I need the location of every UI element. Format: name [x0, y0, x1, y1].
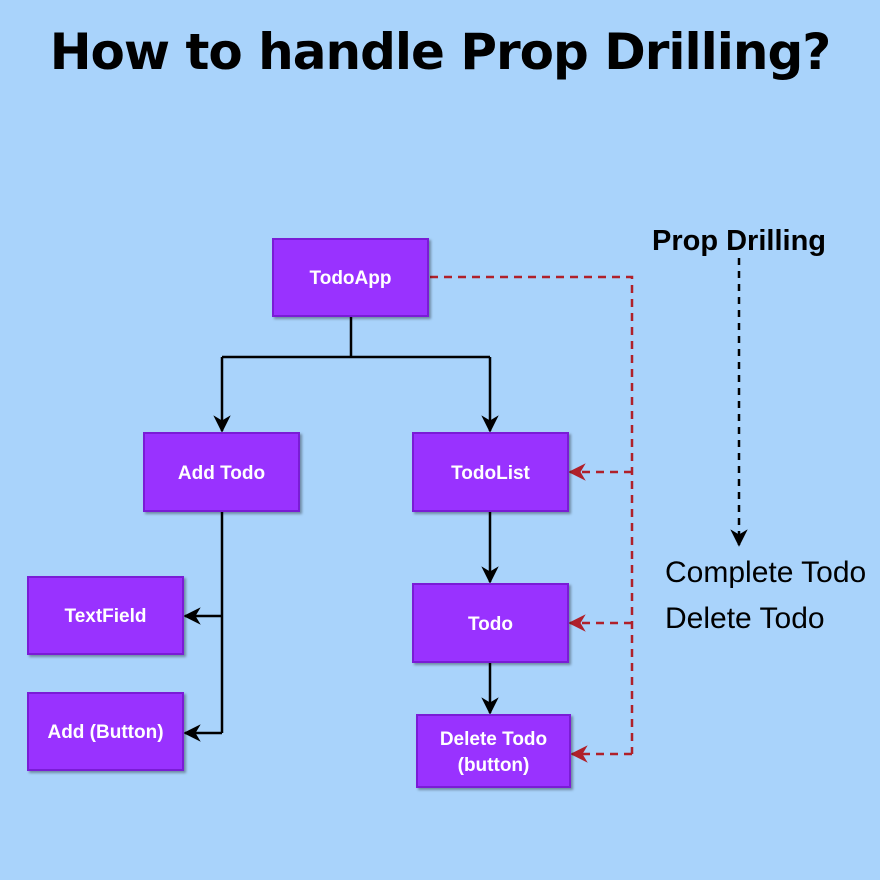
node-add-button: Add (Button) — [27, 692, 184, 771]
node-delete-todo: Delete Todo (button) — [416, 714, 571, 788]
node-add-todo-label: Add Todo — [178, 463, 265, 484]
node-add-todo: Add Todo — [143, 432, 300, 512]
page-title: How to handle Prop Drilling? — [49, 23, 832, 81]
node-delete-todo-label-line2: (button) — [458, 755, 530, 776]
legend-item-complete-todo: Complete Todo — [665, 556, 866, 589]
hierarchy-connectors — [183, 317, 499, 742]
legend-heading: Prop Drilling — [652, 225, 826, 257]
node-add-button-label: Add (Button) — [47, 722, 163, 743]
node-todoapp-label: TodoApp — [310, 268, 392, 289]
node-textfield: TextField — [27, 576, 184, 655]
prop-drilling-trunk — [430, 275, 634, 754]
node-todo-label: Todo — [468, 614, 513, 635]
node-delete-todo-label-line1: Delete Todo — [440, 729, 547, 750]
legend-item-delete-todo: Delete Todo — [665, 602, 825, 635]
node-todolist-label: TodoList — [451, 463, 530, 484]
node-textfield-label: TextField — [65, 606, 147, 627]
node-todolist: TodoList — [412, 432, 569, 512]
prop-drilling-connectors — [430, 275, 634, 763]
node-todo: Todo — [412, 583, 569, 663]
node-todoapp: TodoApp — [272, 238, 429, 317]
